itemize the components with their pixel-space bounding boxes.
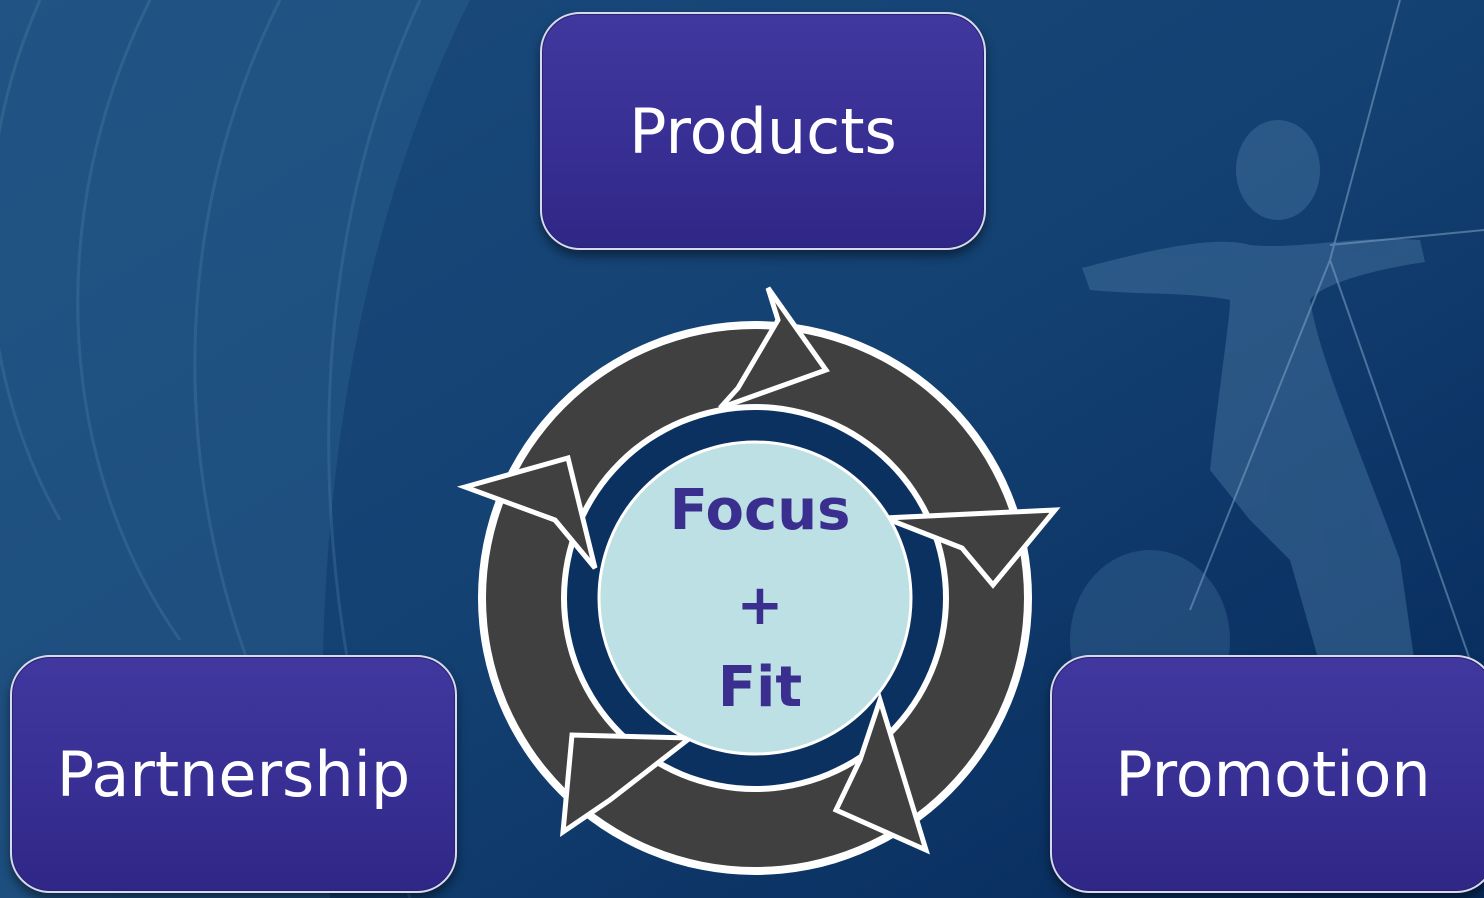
promotion-box: Promotion [1050,655,1484,893]
arrow-head-left [456,454,598,570]
partnership-box: Partnership [10,655,457,893]
products-label: Products [629,94,897,168]
arrow-head-top [718,286,830,411]
center-plus-text: + [736,573,784,638]
products-box: Products [540,12,986,250]
center-fit-text: Fit [717,655,803,720]
arrow-head-bottom-right [832,691,930,855]
partnership-label: Partnership [56,737,411,811]
arrow-head-bottom [560,732,698,838]
center-focus-text: Focus [669,478,851,543]
promotion-label: Promotion [1115,737,1431,811]
arrow-head-right [884,507,1061,589]
center-circle [597,440,913,756]
